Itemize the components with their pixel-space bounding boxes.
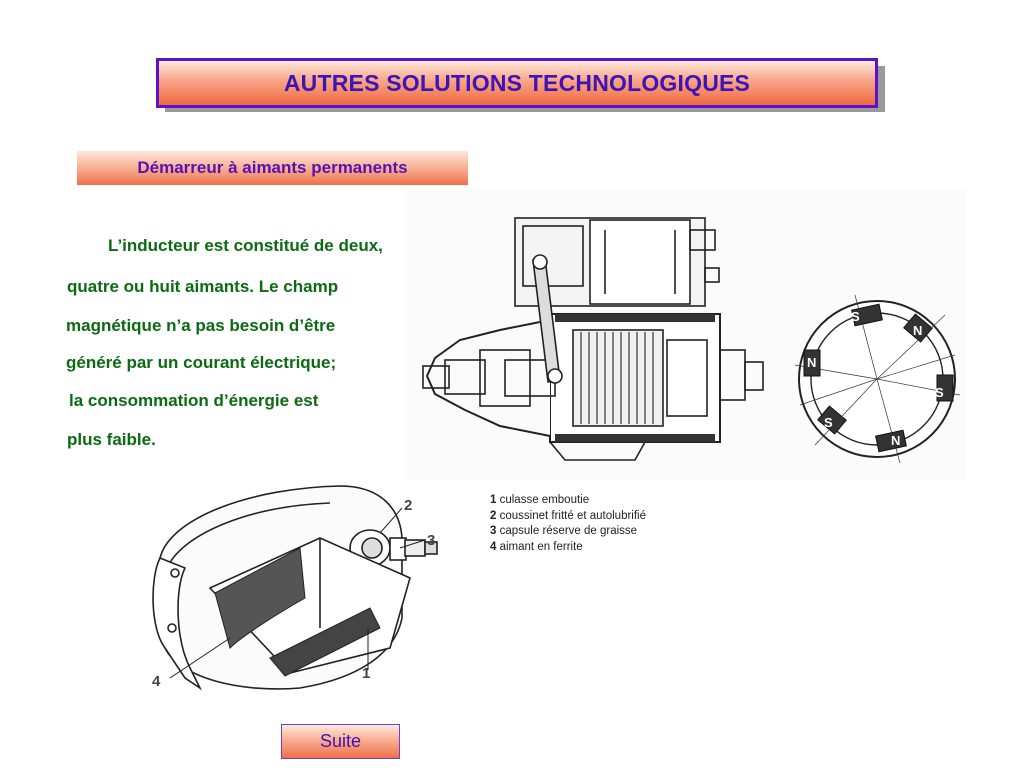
callout-label: 3	[427, 532, 435, 549]
section-subtitle: Démarreur à aimants permanents	[137, 158, 408, 177]
subtitle-banner: Démarreur à aimants permanents	[77, 151, 468, 185]
legend-item: 3 capsule réserve de graisse	[490, 524, 646, 540]
legend-text: culasse emboutie	[499, 494, 590, 506]
legend-number: 1	[490, 494, 497, 506]
callout-label: 1	[362, 665, 370, 682]
pole-label: S	[824, 415, 833, 430]
legend-text: aimant en ferrite	[499, 540, 583, 553]
legend-number: 2	[490, 509, 497, 522]
page-title: AUTRES SOLUTIONS TECHNOLOGIQUES	[283, 69, 751, 96]
paragraph-line: plus faible.	[67, 430, 156, 449]
legend-item: 4 aimant en ferrite	[490, 540, 646, 556]
pole-label: N	[807, 355, 816, 370]
parts-legend: 1 culasse emboutie 2 coussinet fritté et…	[490, 493, 646, 555]
legend-number: 4	[490, 540, 497, 553]
legend-item: 2 coussinet fritté et autolubrifié	[490, 509, 646, 525]
pole-label: S	[935, 385, 944, 400]
paragraph-line: généré par un courant électrique;	[66, 353, 337, 372]
legend-item: 1 culasse emboutie	[490, 493, 646, 509]
pole-label: S	[851, 309, 860, 324]
callout-label: 4	[152, 673, 161, 690]
yoke-cutaway-diagram: 2 3 4 1	[152, 485, 438, 691]
paragraph-line: magnétique n’a pas besoin d’être	[66, 316, 336, 335]
next-button[interactable]: Suite	[281, 724, 400, 759]
next-button-label: Suite	[319, 731, 362, 751]
pole-label: N	[913, 323, 922, 338]
legend-text: capsule réserve de graisse	[499, 525, 638, 537]
legend-number: 3	[490, 525, 497, 537]
paragraph-line: quatre ou huit aimants. Le champ	[67, 277, 339, 296]
title-banner: AUTRES SOLUTIONS TECHNOLOGIQUES	[156, 58, 878, 108]
magnet-ring-diagram: S N N S S N	[794, 294, 961, 464]
paragraph-line: L’inducteur est constitué de deux,	[108, 236, 383, 255]
pole-label: N	[891, 433, 900, 448]
paragraph-line: la consommation d’énergie est	[69, 391, 319, 410]
callout-label: 2	[404, 497, 412, 514]
legend-text: coussinet fritté et autolubrifié	[499, 509, 646, 522]
